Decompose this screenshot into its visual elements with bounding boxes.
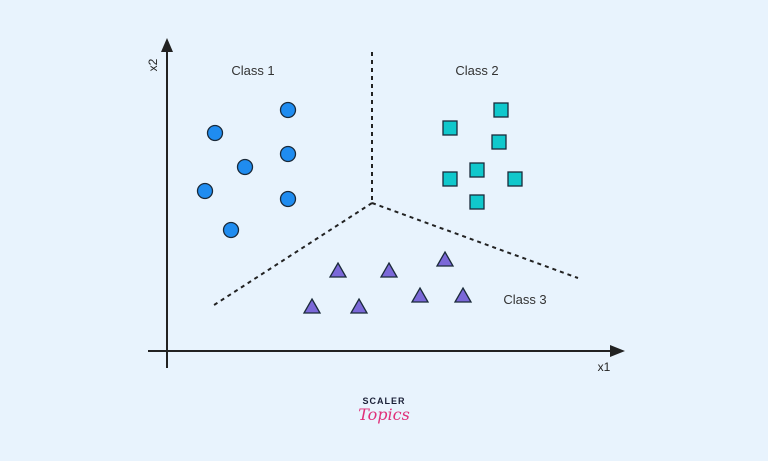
class-2-point [442,120,458,136]
class-3-point [435,250,455,267]
class-1-point [206,124,224,142]
y-axis-arrow [161,38,173,52]
class-3-point [410,286,430,303]
class-1-point [222,221,240,239]
class-1-point [196,182,214,200]
class-2-point [493,102,509,118]
decision-boundaries [210,52,579,308]
class-1-point [236,158,254,176]
x-axis-arrow [610,345,625,357]
class-2-point [469,162,485,178]
scaler-topics-logo: SCALER Topics [348,396,420,436]
class-1-point [279,190,297,208]
y-axis-label: x2 [146,58,160,71]
class-3-point [349,297,369,314]
boundary-right [371,202,579,279]
class-3-label: Class 3 [503,292,546,307]
class-3-point [453,286,473,303]
class-1-label: Class 1 [231,63,274,78]
logo-line1: SCALER [362,396,406,406]
class-3-point [302,297,322,314]
class-2-label: Class 2 [455,63,498,78]
class-3-points [302,250,473,314]
class-1-points [196,101,297,239]
class-1-point [279,101,297,119]
class-2-point [491,134,507,150]
boundary-left [210,202,373,308]
class-2-points [442,102,523,210]
class-3-point [379,261,399,278]
class-1-point [279,145,297,163]
class-2-point [507,171,523,187]
logo-line2: Topics [358,405,410,424]
class-3-point [328,261,348,278]
class-2-point [469,194,485,210]
class-2-point [442,171,458,187]
x-axis-label: x1 [598,360,611,374]
